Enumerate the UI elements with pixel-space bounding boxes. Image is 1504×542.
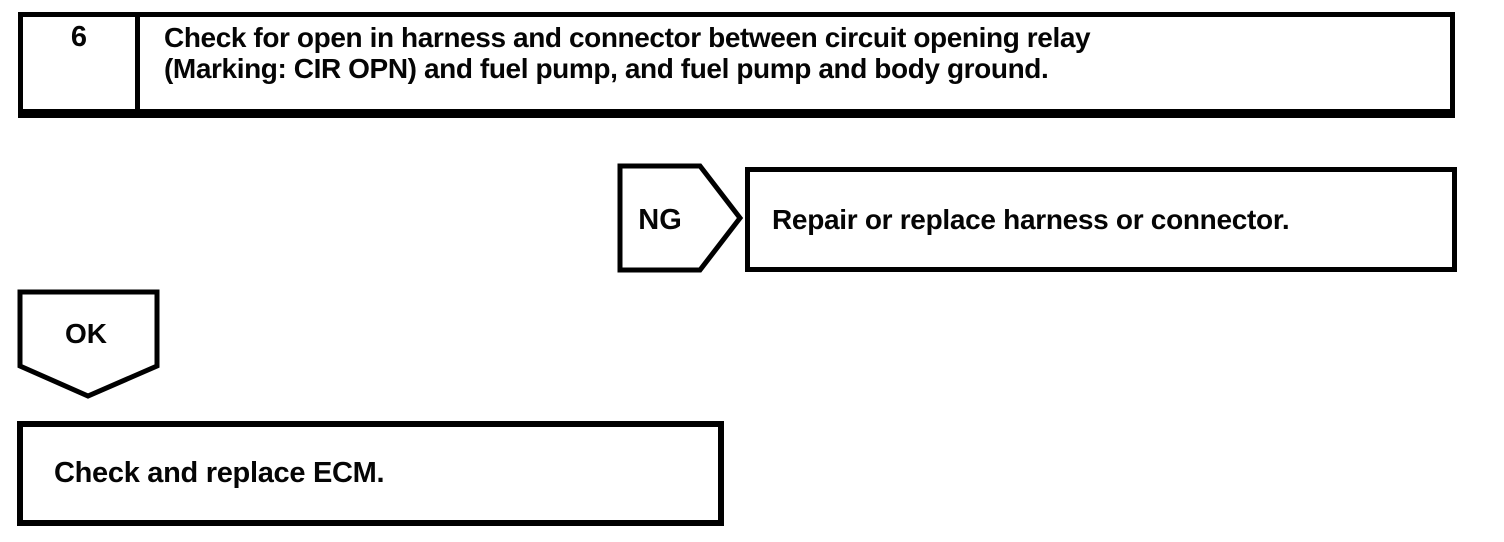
ng-action-text: Repair or replace harness or connector. [772,203,1290,235]
ng-label: NG [638,204,682,236]
ok-action-box: Check and replace ECM. [17,421,724,526]
step-instruction-line1: Check for open in harness and connector … [164,22,1091,53]
ok-arrow-outline [17,289,160,399]
step-box: 6 Check for open in harness and connecto… [18,12,1455,118]
ng-arrow-outline [617,163,744,273]
step-instruction: Check for open in harness and connector … [140,17,1450,109]
step-number-cell: 6 [23,17,140,109]
ok-label: OK [65,318,107,349]
ng-arrow-shape: NG [617,163,744,273]
step-number: 6 [70,21,88,53]
ng-action-box: Repair or replace harness or connector. [745,167,1457,272]
step-instruction-line2: (Marking: CIR OPN) and fuel pump, and fu… [164,53,1049,84]
ok-action-text: Check and replace ECM. [54,457,385,489]
ok-arrow-shape: OK [17,289,160,399]
